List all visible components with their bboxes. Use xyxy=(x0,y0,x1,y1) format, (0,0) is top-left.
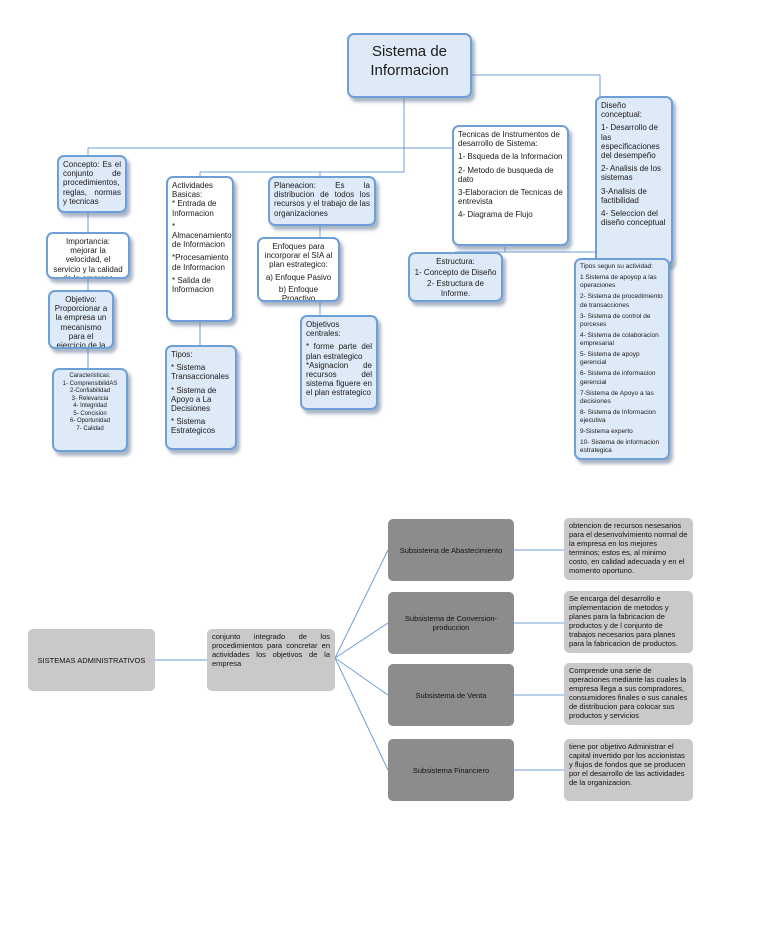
objetivo-text: Objetivo: Proporcionar a la empresa un m… xyxy=(54,295,108,349)
importancia-text: Importancia: mejorar la velocidad, el se… xyxy=(53,237,123,279)
tipo-actividad-item: 1 Sistema de apoyop a las operaciones xyxy=(580,274,657,290)
caracteristicas-title: Caracteristicas: xyxy=(69,373,111,379)
subsystem-description: Se encarga del desarrollo e implementaci… xyxy=(564,591,693,653)
root-node: Sistema de Informacion xyxy=(347,33,472,98)
tipo-actividad-item: 9-Sistema experto xyxy=(580,428,633,436)
tipos-node: Tipos: * Sistema Transaccionales * Siste… xyxy=(165,345,237,450)
subsystem-name: Subsistema de Conversion- produccion xyxy=(404,614,498,632)
estructura-node: Estructura: 1- Concepto de Diseño 2- Est… xyxy=(408,252,503,302)
diseno-title: Diseño conceptual: xyxy=(601,101,642,120)
actividad-item: *Procesamiento de Informacion xyxy=(172,253,229,272)
subsystem-description-text: tiene por objetivo Administrar el capita… xyxy=(569,742,686,787)
tipo-actividad-item: 6- Sistema de informacion gerencial xyxy=(580,370,656,386)
tipo-item: * Sistema Transaccionales xyxy=(171,363,229,382)
tipos-actividad-title: Tipos segun su actividad: xyxy=(580,263,654,270)
tecnica-item: 4- Diagrama de Flujo xyxy=(458,210,533,220)
subsystem-financiero-node: Subsistema Financiero xyxy=(388,739,514,801)
caracteristica-item: 5- Concision xyxy=(73,410,107,417)
caracteristica-item: 6- Oportunidad xyxy=(69,418,111,424)
subsystem-description: obtencion de recursos nesesarios para el… xyxy=(564,518,693,580)
diseno-node: Diseño conceptual: 1- Desarrollo de las … xyxy=(595,96,673,266)
tecnicas-node: Tecnicas de Instrumentos de desarrollo d… xyxy=(452,125,569,246)
diseno-item: 2- Analisis de los sistemas xyxy=(601,164,662,183)
diseno-item: 4- Seleccion del diseño conceptual xyxy=(601,208,666,228)
caracteristica-item: 3- Relevancia xyxy=(71,395,109,402)
objetivos-centrales-node: Objetivos centrales: * forme parte del p… xyxy=(300,315,378,410)
enfoques-title: Enfoques para incorporar el SIA al plan … xyxy=(264,242,333,270)
tipo-item: * Sistema de Apoyo a La Decisiones xyxy=(171,385,217,413)
definition-node: conjunto integrado de los procedimientos… xyxy=(207,629,335,691)
enfoque-item: b) Enfoque Proactivo xyxy=(278,284,319,302)
tipo-actividad-item: 10- Sistema de informacion estrategica xyxy=(580,439,660,455)
caracteristica-item: 2-Confiabilidad xyxy=(69,388,111,394)
subsystem-description-text: Comprende una serie de operaciones media… xyxy=(569,666,688,720)
tecnica-item: 2- Metodo de busqueda de dato xyxy=(458,165,554,184)
tecnica-item: 3-Elaboracion de Tecnicas de entrevista xyxy=(458,187,563,207)
estructura-item: 2- Estructura de Informe. xyxy=(427,279,484,298)
root-title: Sistema de Informacion xyxy=(370,43,449,79)
diseno-item: 3-Analisis de factibilidad xyxy=(601,186,647,205)
subsystem-description-text: Se encarga del desarrollo e implementaci… xyxy=(569,594,678,648)
subsystem-conversion-node: Subsistema de Conversion- produccion xyxy=(388,592,514,654)
objetivo-central-item: *Asignacion de recursos del sistema figu… xyxy=(306,360,372,398)
estructura-item: 1- Concepto de Diseño xyxy=(414,268,497,278)
actividad-item: * Entrada de Informacion xyxy=(172,199,217,218)
tipo-item: * Sistema Estrategicos xyxy=(171,417,216,436)
actividades-title: Actividades Basicas: xyxy=(172,181,213,200)
tipo-actividad-item: 8- Sistema de Informacion ejecutiva xyxy=(580,408,656,424)
enfoque-item: a) Enfoque Pasivo xyxy=(265,272,332,282)
objetivo-node: Objetivo: Proporcionar a la empresa un m… xyxy=(48,290,114,349)
tipo-actividad-item: 4- Sistema de colaboracion empresarial xyxy=(580,331,659,347)
actividad-item: * Salida de Informacion xyxy=(172,275,214,294)
objetivo-central-item: * forme parte del plan estrategico xyxy=(306,342,372,361)
sistemas-administrativos-title: SISTEMAS ADMINISTRATIVOS xyxy=(37,655,146,665)
caracteristica-item: 7- Calidad xyxy=(76,425,104,432)
tipos-actividad-node: Tipos segun su actividad: 1 Sistema de a… xyxy=(574,258,670,460)
caracteristicas-node: Caracteristicas: 1- ComprensibilidAS 2-C… xyxy=(52,368,128,452)
tecnica-item: 1- Bsqueda de la Informacion xyxy=(458,152,563,162)
concepto-text: Concepto: Es el conjunto de procedimient… xyxy=(63,160,121,206)
tipo-actividad-item: 5- Sistema de apoyp gerencial xyxy=(580,351,640,367)
actividades-node: Actividades Basicas: * Entrada de Inform… xyxy=(166,176,234,322)
tecnicas-title: Tecnicas de Instrumentos de desarrollo d… xyxy=(458,130,560,149)
planeacion-text: Planeacion: Es la distribucion de todos … xyxy=(274,181,370,218)
enfoques-node: Enfoques para incorporar el SIA al plan … xyxy=(257,237,340,302)
tipo-actividad-item: 7-Sistema de Apoyo a las decisiones xyxy=(580,389,654,405)
subsystem-name: Subsistema de Venta xyxy=(415,690,487,700)
subsystem-abastecimiento-node: Subsistema de Abastecimiento xyxy=(388,519,514,581)
sistemas-administrativos-node: SISTEMAS ADMINISTRATIVOS xyxy=(28,629,155,691)
subsystem-venta-node: Subsistema de Venta xyxy=(388,664,514,726)
caracteristica-item: 4- Integridad xyxy=(73,403,107,409)
subsystem-name: Subsistema de Abastecimiento xyxy=(399,545,503,555)
subsystem-description-text: obtencion de recursos nesesarios para el… xyxy=(569,521,688,575)
concepto-node: Concepto: Es el conjunto de procedimient… xyxy=(57,155,127,213)
subsystem-description: tiene por objetivo Administrar el capita… xyxy=(564,739,693,801)
estructura-title: Estructura: xyxy=(436,257,475,266)
diseno-item: 1- Desarrollo de las especificaciones de… xyxy=(601,123,660,160)
objetivos-centrales-title: Objetivos centrales: xyxy=(306,320,341,339)
importancia-node: Importancia: mejorar la velocidad, el se… xyxy=(46,232,130,279)
actividad-item: * Almacenamiento de Informacion xyxy=(172,221,232,250)
caracteristica-item: 1- ComprensibilidAS xyxy=(62,380,118,387)
subsystem-description: Comprende una serie de operaciones media… xyxy=(564,663,693,725)
subsystem-name: Subsistema Financiero xyxy=(412,765,490,775)
planeacion-node: Planeacion: Es la distribucion de todos … xyxy=(268,176,376,226)
definition-text: conjunto integrado de los procedimientos… xyxy=(212,632,330,668)
tipo-actividad-item: 2- Sistema de procedimiento de transacci… xyxy=(580,293,663,309)
tipos-title: Tipos: xyxy=(171,350,193,359)
tipo-actividad-item: 3- Sistema de control de porceses xyxy=(580,312,651,328)
